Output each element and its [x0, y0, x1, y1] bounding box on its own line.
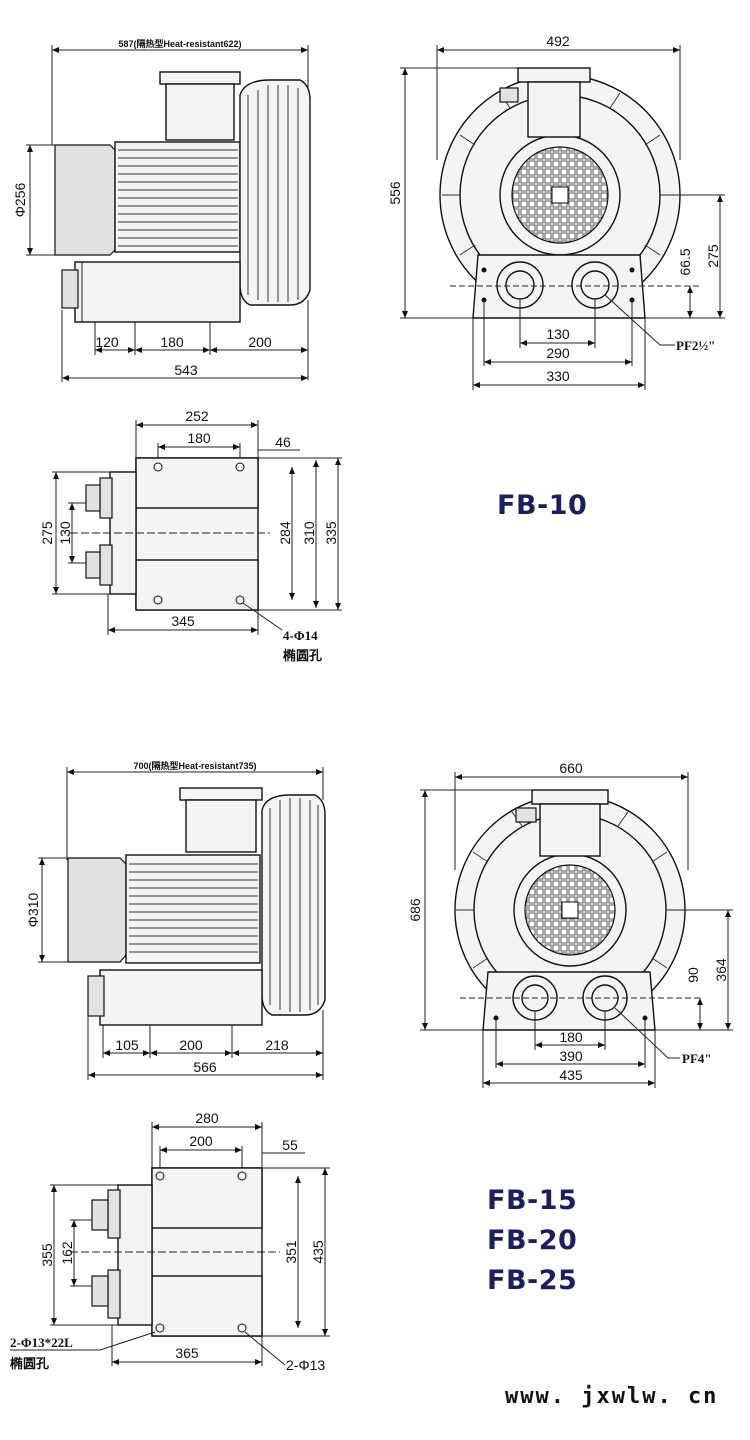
- fb10-dim-66-5: 66.5: [677, 248, 693, 275]
- fb10-side-view: 587(隔热型Heat-resistant622): [12, 38, 311, 382]
- fb10-dim-310: 310: [301, 521, 317, 545]
- fb10-holes-note: 椭圆孔: [283, 648, 322, 663]
- website-watermark: www. jxwlw. cn: [505, 1384, 719, 1409]
- fb10-dim-120: 120: [95, 334, 119, 350]
- fb15-dim-365: 365: [175, 1345, 199, 1361]
- fb10-dim-492: 492: [546, 33, 570, 49]
- fb15-dim-364: 364: [713, 958, 729, 982]
- fb15-dim-435: 435: [559, 1067, 583, 1083]
- fb10-dim-335: 335: [323, 521, 339, 545]
- fb15-dim-566: 566: [193, 1059, 217, 1075]
- fb15-side-view: 700(隔热型Heat-resistant735) Φ310: [25, 760, 326, 1080]
- fb15-dim-55: 55: [282, 1137, 298, 1153]
- fb15-front-view: 660 686 90 3: [407, 760, 733, 1088]
- fb10-dim-275b: 275: [39, 521, 55, 545]
- fb15-dim-351: 351: [283, 1240, 299, 1264]
- model-label-fb-10: FB-10: [497, 490, 588, 521]
- fb10-dim-556: 556: [387, 181, 403, 205]
- fb10-dim-46: 46: [275, 434, 291, 450]
- fb15-dim-180: 180: [559, 1029, 583, 1045]
- fb15-side-top-dim: 700(隔热型Heat-resistant735): [133, 760, 256, 771]
- fb10-dim-180: 180: [160, 334, 184, 350]
- fb15-dim-105: 105: [115, 1037, 139, 1053]
- fb15-dim-390: 390: [559, 1048, 583, 1064]
- fb10-dim-330: 330: [546, 368, 570, 384]
- fb15-dim-660: 660: [559, 760, 583, 776]
- fb10-dim-543: 543: [174, 362, 198, 378]
- fb10-dim-130: 130: [546, 326, 570, 342]
- fb15-thread-label: PF4": [682, 1051, 712, 1066]
- fb15-dim-200: 200: [179, 1037, 203, 1053]
- fb15-dim-355: 355: [39, 1243, 55, 1267]
- fb15-dim-686: 686: [407, 898, 423, 922]
- model-label-fb-25: FB-25: [487, 1265, 578, 1296]
- fb10-holes-label: 4-Φ14: [283, 628, 318, 643]
- fb15-base-view: 280 200 55 355 162 351 435: [10, 1110, 330, 1373]
- fb15-dim-90: 90: [685, 967, 701, 983]
- fb10-dim-284: 284: [277, 521, 293, 545]
- fb10-dim-290: 290: [546, 345, 570, 361]
- fb15-side-dia: Φ310: [25, 893, 41, 928]
- fb15-dim-200b: 200: [189, 1133, 213, 1149]
- fb10-dim-130b: 130: [57, 521, 73, 545]
- fb10-dim-252: 252: [185, 408, 209, 424]
- fb10-side-top-dim: 587(隔热型Heat-resistant622): [118, 38, 241, 49]
- fb10-thread-label: PF2½": [676, 338, 715, 353]
- fb10-base-view: 252 180 46 275 130 284 310 33: [39, 408, 342, 663]
- fb10-dim-200: 200: [248, 334, 272, 350]
- fb15-holes-label: 2-Φ13: [286, 1357, 325, 1373]
- fb10-front-view: 492 556: [387, 33, 725, 390]
- fb15-slot-note: 椭圆孔: [10, 1356, 49, 1371]
- fb10-dim-180b: 180: [187, 430, 211, 446]
- fb15-slot-label: 2-Φ13*22L: [10, 1335, 73, 1350]
- fb15-dim-162: 162: [59, 1241, 75, 1265]
- model-label-fb-20: FB-20: [487, 1225, 578, 1256]
- fb15-dim-435b: 435: [310, 1240, 326, 1264]
- fb15-dim-218: 218: [265, 1037, 289, 1053]
- fb10-side-dia: Φ256: [12, 183, 28, 218]
- fb15-dim-280: 280: [195, 1110, 219, 1126]
- model-label-fb-15: FB-15: [487, 1185, 578, 1216]
- fb10-dim-345: 345: [171, 613, 195, 629]
- fb10-dim-275: 275: [705, 244, 721, 268]
